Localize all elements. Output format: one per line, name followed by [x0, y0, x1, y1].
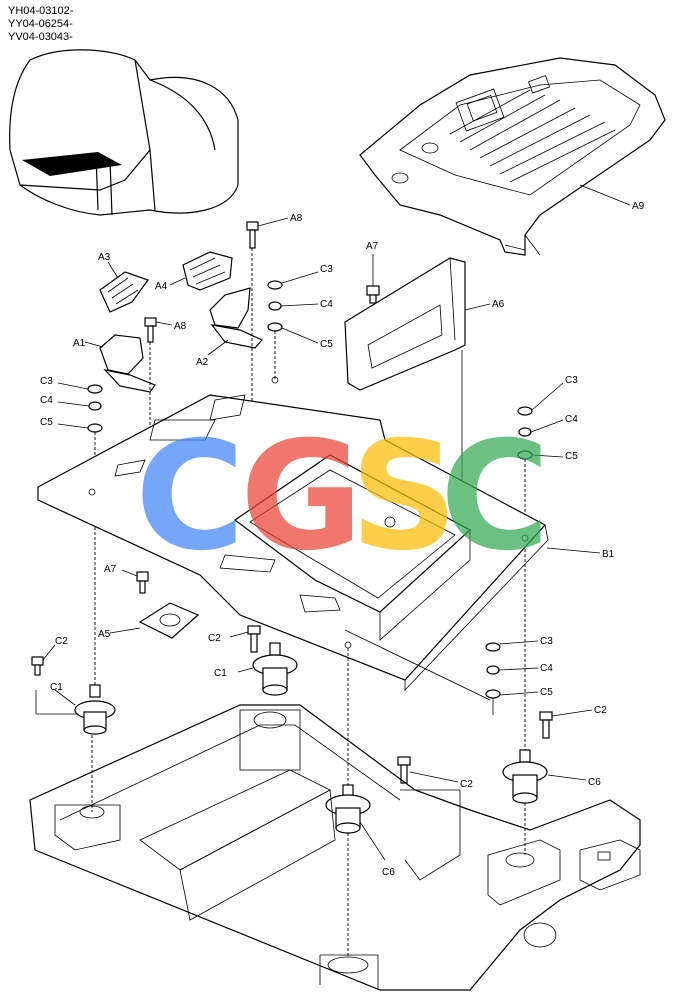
floor-mat-a9 — [359, 57, 666, 256]
label-c3-c: C3 — [565, 375, 578, 386]
pedal-bracket-a2 — [209, 287, 263, 349]
label-a5: A5 — [98, 629, 111, 640]
rubber-mount-c6-right — [502, 749, 548, 804]
pedal-a3 — [99, 271, 149, 313]
label-c2-a: C2 — [55, 636, 68, 647]
label-c5-c: C5 — [565, 451, 578, 462]
bolt-c2-left — [31, 656, 44, 676]
cover-plate-a5 — [138, 602, 200, 639]
watermark-letter-1: C — [135, 410, 245, 584]
floor-plate-b1 — [37, 376, 549, 691]
rubber-mount-c1-left — [74, 684, 116, 735]
label-c3-d: C3 — [540, 636, 553, 647]
cab-frame — [29, 704, 641, 991]
watermark-letter-3: S — [350, 410, 458, 584]
label-c4-c: C4 — [565, 414, 578, 425]
label-b1: B1 — [602, 549, 615, 560]
cgsc-watermark: C G S C — [135, 410, 550, 584]
label-c4-b: C4 — [40, 395, 53, 406]
bolt-c2-bottom — [397, 756, 411, 784]
label-c4-d: C4 — [540, 663, 553, 674]
label-a8-mid: A8 — [174, 321, 187, 332]
label-c3-a: C3 — [320, 264, 333, 275]
label-c3-b: C3 — [40, 376, 53, 387]
label-c5-a: C5 — [320, 339, 333, 350]
label-c2-b: C2 — [208, 633, 221, 644]
label-a2: A2 — [196, 357, 209, 368]
pedal-a4 — [182, 251, 233, 291]
pedal-bracket-a1 — [99, 334, 156, 393]
washer-stack-left — [87, 384, 103, 433]
bolt-c2-centre — [247, 625, 261, 653]
label-c4-a: C4 — [320, 299, 333, 310]
label-a6: A6 — [492, 299, 505, 310]
rubber-mount-c6-bottom — [325, 784, 371, 834]
label-a8-top: A8 — [290, 213, 303, 224]
label-c1-b: C1 — [214, 668, 227, 679]
label-c1-a: C1 — [50, 682, 63, 693]
label-a7-low: A7 — [104, 564, 117, 575]
label-c5-b: C5 — [40, 417, 53, 428]
label-c2-d: C2 — [460, 779, 473, 790]
serial-number-3: YV04-03043- — [8, 31, 73, 43]
floor-plate-highlight — [22, 152, 122, 176]
label-a9: A9 — [632, 201, 645, 212]
label-a4: A4 — [155, 281, 168, 292]
label-a7-top: A7 — [366, 241, 379, 252]
washer-stack-right — [517, 406, 533, 460]
watermark-letter-4: C — [440, 410, 550, 584]
bolt-a7-top — [366, 285, 380, 304]
bolt-a8-top — [246, 221, 259, 249]
bracket-a6 — [344, 257, 466, 391]
bolt-a7-low — [136, 571, 149, 594]
cab-locator-thumbnail — [9, 49, 239, 216]
watermark-letter-2: G — [240, 410, 363, 584]
bolt-a8-mid — [144, 317, 157, 343]
serial-number-2: YY04-06254- — [8, 18, 73, 30]
bolt-c2-right — [539, 711, 553, 739]
washer-stack-lower — [485, 642, 501, 699]
label-c2-c: C2 — [594, 705, 607, 716]
label-a1: A1 — [73, 338, 86, 349]
serial-number-1: YH04-03102- — [8, 5, 74, 17]
label-a3: A3 — [98, 252, 111, 263]
label-c6-b: C6 — [382, 867, 395, 878]
label-c6-a: C6 — [588, 777, 601, 788]
label-c5-d: C5 — [540, 687, 553, 698]
washer-stack-centre — [267, 280, 283, 332]
rubber-mount-c1-centre — [252, 642, 298, 696]
